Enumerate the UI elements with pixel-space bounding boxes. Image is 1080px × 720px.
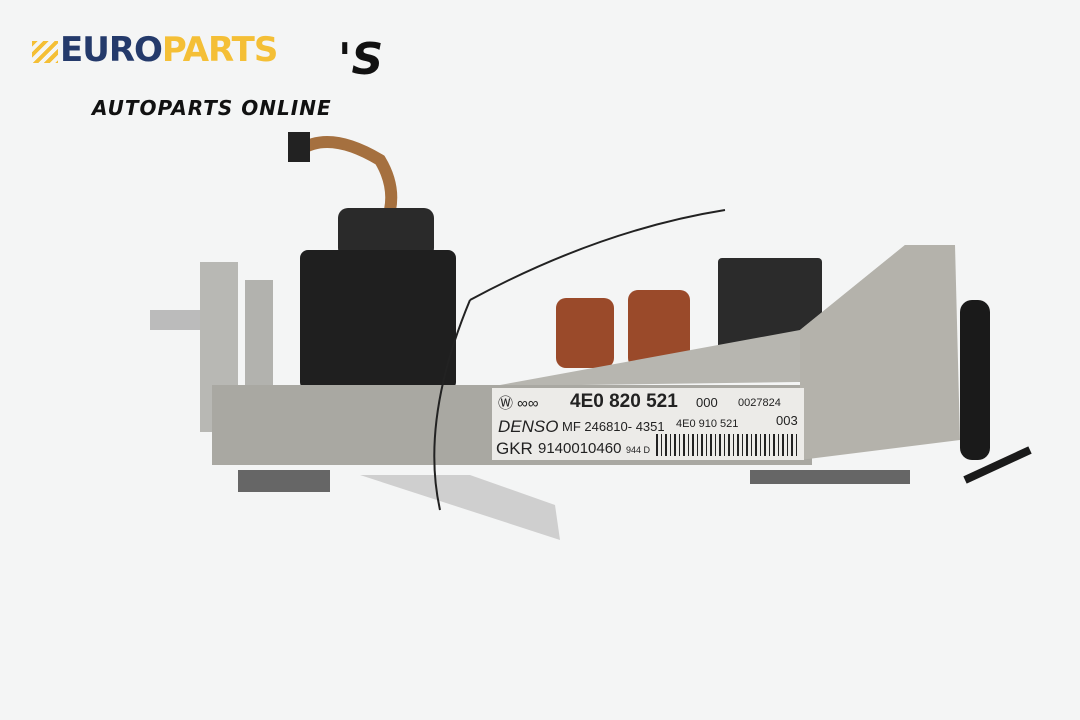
- index: 003: [776, 413, 798, 428]
- rubber-mount: [960, 300, 990, 460]
- europarts-logo: EUROPARTS: [32, 30, 278, 70]
- logo-parts: PARTS: [161, 30, 278, 70]
- alt-part-number: 4E0 910 521: [676, 418, 739, 430]
- coils: [556, 290, 690, 368]
- metal-bracket: [360, 475, 560, 540]
- part-number: 4E0 820 521: [570, 391, 678, 412]
- gkr-prefix: GKR: [496, 439, 533, 458]
- code-suffix: 944 D: [626, 445, 651, 455]
- logo-tagline: AUTOPARTS ONLINE: [92, 96, 332, 120]
- product-label: Ⓦ ∞∞ 4E0 820 521 000 0027824 DENSO MF 24…: [492, 388, 804, 460]
- revision: 000: [696, 395, 718, 410]
- code: 9140010460: [538, 440, 622, 457]
- logo-suffix: 'S: [338, 34, 384, 85]
- flag-icon: [32, 40, 58, 63]
- manufacturer: DENSO: [498, 417, 559, 436]
- connector-top: [338, 208, 434, 258]
- barcode: [656, 434, 798, 456]
- connector-body: [300, 250, 456, 390]
- serial-number: 0027824: [738, 397, 781, 409]
- logo-euro: EURO: [60, 30, 163, 70]
- mf-number: MF 246810- 4351: [562, 419, 665, 434]
- cable-sleeve: [288, 132, 310, 162]
- vw-audi-logo: Ⓦ ∞∞: [498, 395, 539, 412]
